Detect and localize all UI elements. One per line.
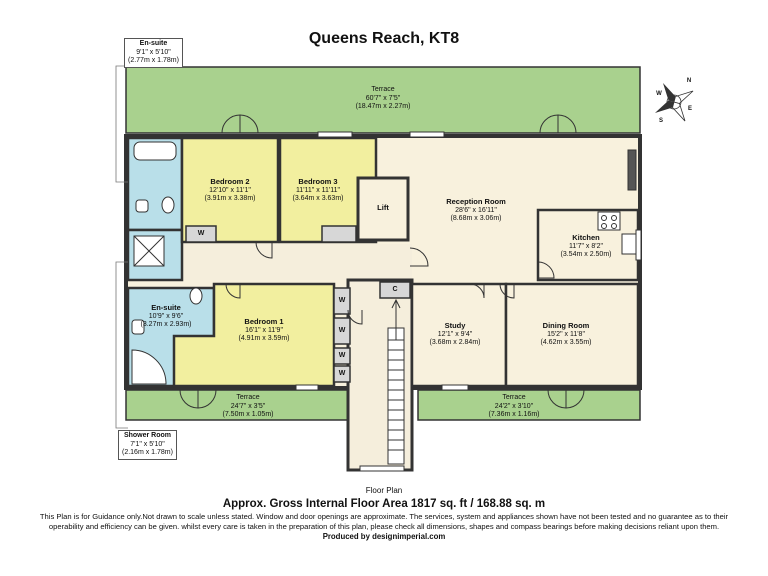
room-dims: 15'2" x 11'8" <box>547 330 585 338</box>
room-metric: (3.68m x 2.84m) <box>429 339 481 346</box>
label-kitchen: Kitchen 11'7" x 8'2" (3.54m x 2.50m) <box>560 233 612 260</box>
callout-dims: 9'1" x 5'10" <box>136 48 171 56</box>
room-metric: (4.91m x 3.59m) <box>238 335 290 342</box>
floor-area: Approx. Gross Internal Floor Area 1817 s… <box>222 498 546 510</box>
cupboard <box>379 281 411 299</box>
callout-name: Shower Room <box>123 432 172 439</box>
room-metric: (3.27m x 2.93m) <box>140 321 192 328</box>
terrace-bottom-right <box>417 389 641 421</box>
wardrobe-b1-d <box>333 365 351 383</box>
room-name: Bedroom 3 <box>298 177 338 186</box>
room-metric: (3.54m x 2.50m) <box>560 251 612 258</box>
label-reception: Reception Room 28'6" x 16'11" (8.68m x 3… <box>446 197 506 224</box>
bedroom-1-room <box>172 282 336 388</box>
compass-icon <box>654 82 694 122</box>
room-name: Study <box>444 321 466 330</box>
wardrobe-label: W <box>338 370 346 377</box>
room-metric: (3.91m x 3.38m) <box>204 195 256 202</box>
callout-leaders <box>115 65 128 429</box>
wardrobe-label: W <box>197 230 205 237</box>
label-study: Study 12'1" x 9'4" (3.68m x 2.84m) <box>429 321 481 348</box>
kitchen-fittings <box>597 149 637 255</box>
callout-dims: 7'1" x 5'10" <box>130 440 165 448</box>
label-terrace-top: Terrace 60'7" x 7'5" (18.47m x 2.27m) <box>356 86 411 112</box>
kitchen-room <box>536 208 640 282</box>
wardrobe-label: W <box>338 327 346 334</box>
label-ensuite-lower: En-suite 10'9" x 9'6" (3.27m x 2.93m) <box>140 303 192 330</box>
room-dims: 16'1" x 11'9" <box>245 326 283 334</box>
room-name: Reception Room <box>446 197 506 206</box>
room-dims: 12'1" x 9'4" <box>437 330 473 338</box>
callout-metric: (2.77m x 1.78m) <box>128 57 179 64</box>
wardrobe-label: W <box>338 352 346 359</box>
room-name: Bedroom 2 <box>210 177 250 186</box>
room-name: Kitchen <box>572 233 600 242</box>
compass-w: W <box>656 91 662 97</box>
sanitary-fixtures <box>131 141 203 385</box>
room-name: En-suite <box>151 303 181 312</box>
page-title: Queens Reach, KT8 <box>308 30 460 47</box>
label-terrace-bottom-left: Terrace 24'7" x 3'5" (7.50m x 1.05m) <box>223 394 274 420</box>
room-name: Terrace <box>502 394 526 401</box>
label-bedroom-3: Bedroom 3 11'11" x 11'11" (3.64m x 3.63m… <box>292 177 344 204</box>
room-metric: (8.68m x 3.06m) <box>450 215 502 222</box>
room-metric: (7.36m x 1.16m) <box>488 411 540 418</box>
compass-e: E <box>687 106 692 112</box>
room-dims: 24'2" x 3'10" <box>494 402 534 410</box>
windows <box>295 131 642 472</box>
room-metric: (3.64m x 3.63m) <box>292 195 344 202</box>
callout-metric: (2.16m x 1.78m) <box>122 449 173 456</box>
lift-shaft <box>356 176 410 242</box>
wardrobe-label: W <box>338 297 346 304</box>
door-swings <box>179 114 585 409</box>
disclaimer-line-1: This Plan is for Guidance only.Not drawn… <box>39 512 729 521</box>
wardrobe-b2 <box>185 225 217 243</box>
room-dims: 11'7" x 8'2" <box>569 242 603 250</box>
label-terrace-bottom-right: Terrace 24'2" x 3'10" (7.36m x 1.16m) <box>489 394 540 420</box>
floor-plan-label: Floor Plan <box>365 486 403 495</box>
wardrobe-b1-a <box>333 287 351 315</box>
wardrobe-b1-c <box>333 347 351 365</box>
bedroom-2-room <box>180 136 280 244</box>
room-name: Bedroom 1 <box>244 317 284 326</box>
room-dims: 11'11" x 11'11" <box>295 186 341 194</box>
boiler-cupboard <box>321 225 357 243</box>
produced-by: Produced by designimperial.com <box>322 532 446 541</box>
room-name: Dining Room <box>542 321 590 330</box>
room-name: Lift <box>377 203 389 212</box>
wardrobe-b1-b <box>333 317 351 345</box>
label-dining: Dining Room 15'2" x 11'8" (4.62m x 3.55m… <box>540 321 592 348</box>
study-room <box>410 282 508 388</box>
room-name: Terrace <box>236 394 260 401</box>
room-metric: (4.62m x 3.55m) <box>540 339 592 346</box>
room-dims: 24'7" x 3'5" <box>230 402 266 410</box>
room-dims: 10'9" x 9'6" <box>148 312 184 320</box>
dining-room <box>504 282 640 388</box>
disclaimer: This Plan is for Guidance only.Not drawn… <box>0 512 768 532</box>
callout-shower-room: Shower Room 7'1" x 5'10" (2.16m x 1.78m) <box>118 430 177 460</box>
label-bedroom-2: Bedroom 2 12'10" x 11'1" (3.91m x 3.38m) <box>204 177 256 204</box>
room-metric: (7.50m x 1.05m) <box>222 411 274 418</box>
room-dims: 60'7" x 7'5" <box>365 94 401 102</box>
cupboard-label: C <box>392 286 398 293</box>
compass-s: S <box>658 118 663 124</box>
compass-n: N <box>686 78 692 84</box>
room-dims: 12'10" x 11'1" <box>209 186 251 194</box>
terrace-top <box>125 66 641 134</box>
hallway <box>180 244 412 280</box>
room-dims: 28'6" x 16'11" <box>455 206 497 214</box>
room-metric: (18.47m x 2.27m) <box>355 103 411 110</box>
callout-name: En-suite <box>139 40 168 47</box>
label-bedroom-1: Bedroom 1 16'1" x 11'9" (4.91m x 3.59m) <box>238 317 290 344</box>
room-name: Terrace <box>371 86 395 93</box>
disclaimer-line-2: operability and efficiency can be given.… <box>48 522 720 531</box>
label-lift: Lift <box>377 203 389 213</box>
callout-ensuite-top: En-suite 9'1" x 5'10" (2.77m x 1.78m) <box>124 38 183 68</box>
stairs <box>387 298 405 465</box>
